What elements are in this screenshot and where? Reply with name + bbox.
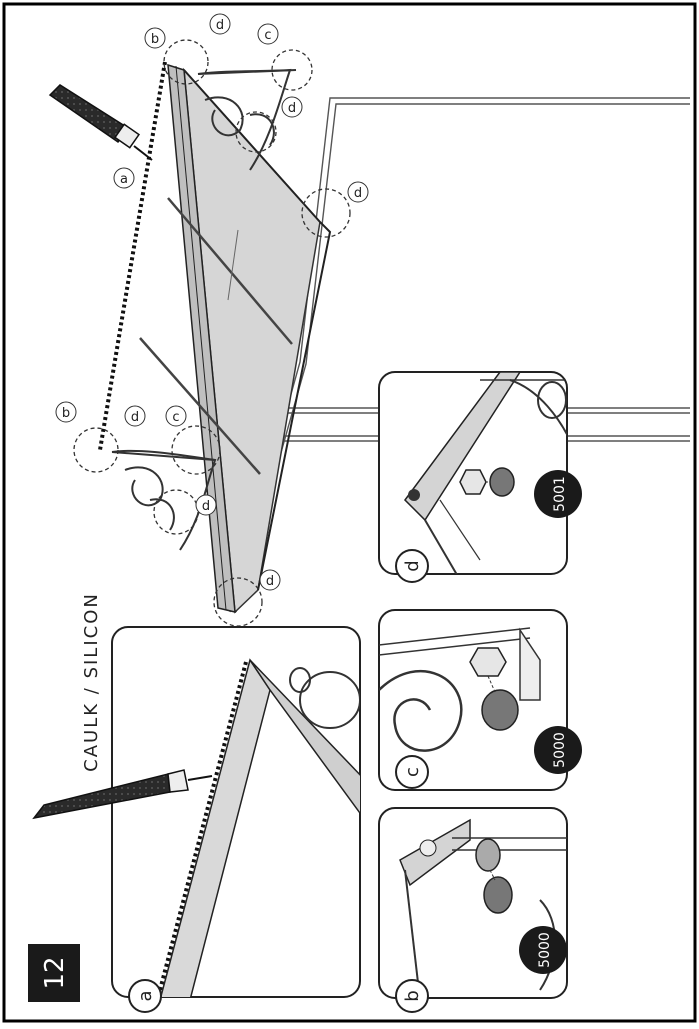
callout-d-bottom: d <box>124 405 146 427</box>
svg-text:d: d <box>216 18 224 33</box>
detail-c-label: c <box>395 755 429 789</box>
svg-text:a: a <box>135 990 156 1001</box>
svg-text:b: b <box>402 990 423 1001</box>
callout-d-right: d <box>347 181 369 203</box>
svg-text:b: b <box>62 406 70 421</box>
svg-text:5000: 5000 <box>537 932 553 968</box>
part-badge-b: 5000 <box>519 926 567 974</box>
svg-text:d: d <box>354 186 362 201</box>
svg-text:c: c <box>264 28 271 43</box>
step-number: 12 <box>40 956 70 989</box>
svg-text:5000: 5000 <box>552 732 568 768</box>
detail-d-label: d <box>395 549 429 583</box>
svg-text:d: d <box>202 499 210 514</box>
part-badge-d: 5001 <box>534 470 582 518</box>
callout-d-bottom3: d <box>259 569 281 591</box>
callout-labels: b d c d a d b d c d d <box>55 13 369 591</box>
instruction-text: CAULK / SILICON <box>81 592 102 772</box>
callout-b-bottom: b <box>55 401 77 423</box>
part-badge-c: 5000 <box>534 726 582 774</box>
detail-c: 5000 c <box>378 609 582 791</box>
callout-d-top: d <box>209 13 231 35</box>
svg-text:c: c <box>402 767 423 777</box>
svg-text:5001: 5001 <box>552 476 568 512</box>
detail-a-label: a <box>128 979 162 1013</box>
callout-a-main: a <box>113 167 135 189</box>
callout-c-bottom: c <box>165 405 187 427</box>
detail-a: a <box>32 626 361 1013</box>
svg-text:d: d <box>131 410 139 425</box>
canopy-frame <box>139 63 332 614</box>
svg-text:c: c <box>172 410 179 425</box>
top-bracket <box>197 68 297 171</box>
callout-d-bottom2: d <box>195 494 217 516</box>
detail-d: 5001 d <box>378 371 582 583</box>
bottom-bracket <box>111 449 217 551</box>
callout-circles <box>73 39 351 627</box>
caulk-tube-icon-detail <box>32 769 213 820</box>
callout-b-top: b <box>144 27 166 49</box>
detail-b-label: b <box>395 979 429 1013</box>
detail-b: 5000 b <box>378 807 568 1013</box>
svg-text:b: b <box>151 32 159 47</box>
caulk-tube-icon <box>48 84 153 161</box>
svg-text:d: d <box>288 101 296 116</box>
step-badge: 12 <box>28 944 80 1002</box>
callout-d-top2: d <box>281 96 303 118</box>
svg-text:a: a <box>120 172 128 187</box>
svg-text:d: d <box>402 560 423 571</box>
callout-c-top: c <box>257 23 279 45</box>
svg-text:d: d <box>266 574 274 589</box>
